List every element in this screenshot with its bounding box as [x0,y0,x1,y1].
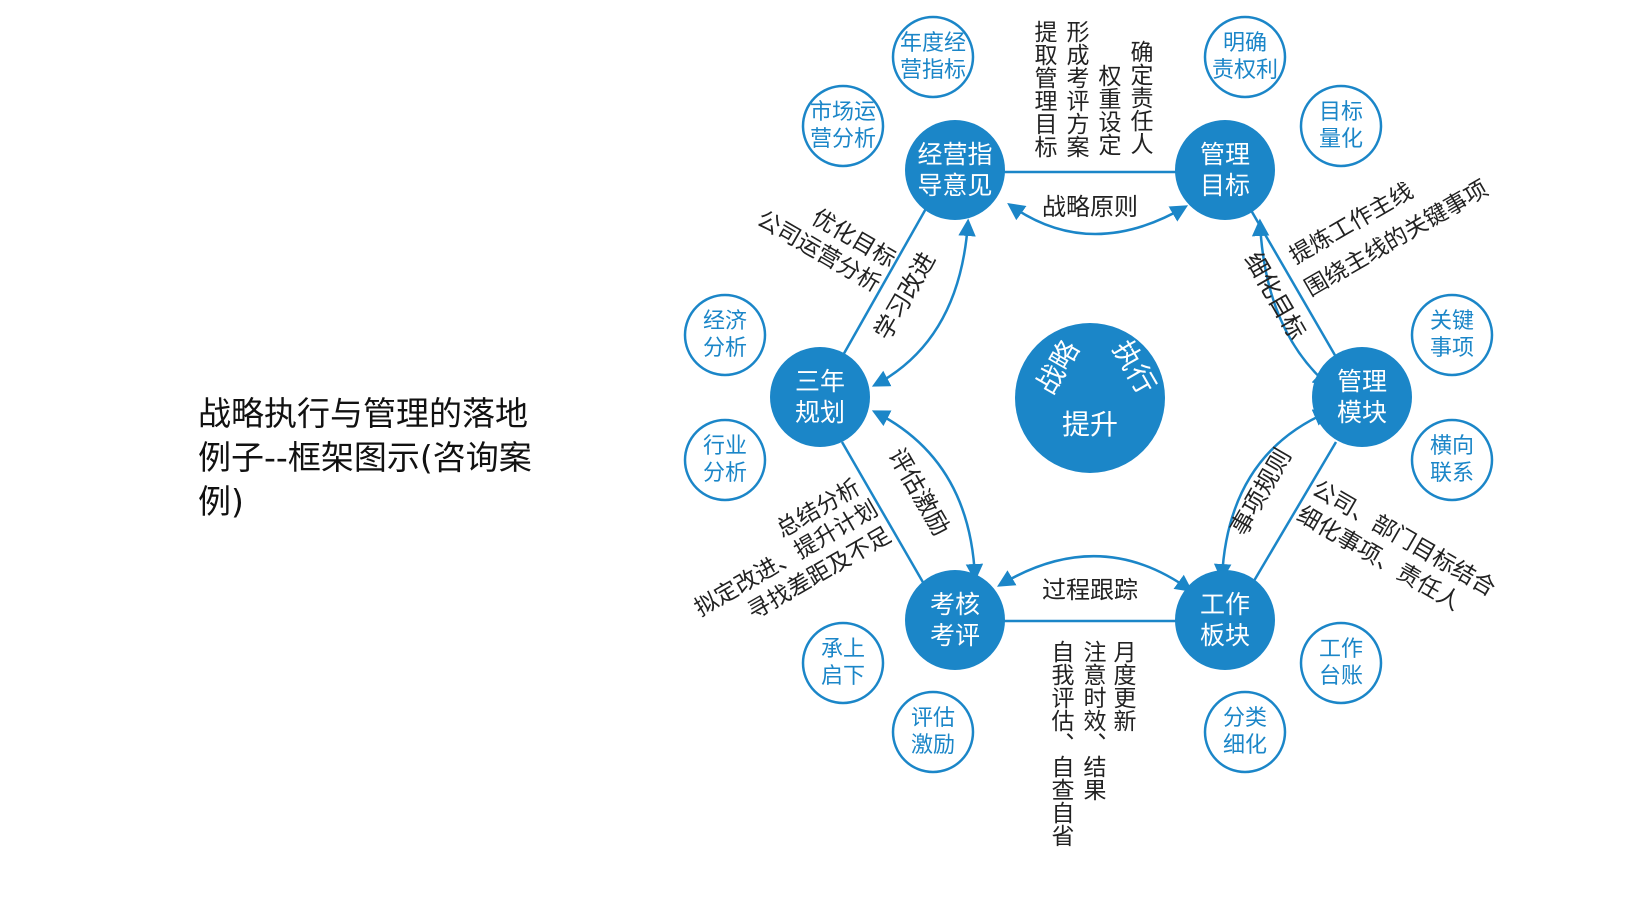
sat-fenlei-line2: 细化 [1223,733,1267,758]
center-circle [1015,323,1165,473]
sat-fenlei-line1: 分类 [1223,706,1267,731]
sat-guanjian: 关键 事项 [1410,293,1494,377]
slide-title: 战略执行与管理的落地 例子--框架图示(咨询案 例) [198,392,578,524]
annotations-left-upper: 优化目标 公司运营分析 [752,205,900,298]
sat-chengshang-line1: 承上 [821,637,865,662]
hub-gongzuo-bankuai-line2: 板块 [1200,621,1250,650]
ann-top-3: 权重设定 [1094,64,1122,156]
ann-bottom-3: 自我评估、自查自省 [1047,640,1075,847]
ann-top-1: 提取管理目标 [1030,20,1058,158]
arrow-lower-right [1213,409,1332,582]
hub-kaohe-line2: 考评 [930,621,980,650]
annotations-right-upper: 提炼工作主线 围绕主线的关键事项 [1285,176,1492,302]
arrow-bottom [996,554,1193,593]
sat-jingji-line1: 经济 [703,309,747,334]
sat-gongzuo-taizhang: 工作 台账 [1299,621,1383,705]
sat-nianduo-line1: 年度经 [900,31,966,56]
title-line-3: 例) [198,482,244,521]
hub-guanli-mubiao-line1: 管理 [1200,140,1250,169]
arrow-upper-right [1251,218,1331,388]
title-line-2: 例子--框架图示(咨询案 [198,438,532,477]
arrow-upper-left [871,218,976,387]
hub-guanli-mubiao: 管理 目标 [1175,120,1275,220]
hub-guanli-mubiao-line2: 目标 [1200,171,1250,200]
sat-mingque-line2: 责权利 [1212,58,1278,83]
ann-top-2: 形成考评方案 [1062,20,1090,158]
satellite-nodes: 年度经 营指标 市场运 营分析 明确 责权利 目标 量化 关键 事项 横向 联系 [683,15,1494,774]
sat-gongzuo-taizhang-line2: 台账 [1319,664,1363,689]
sat-hengxiang-line2: 联系 [1430,461,1474,486]
sat-fenlei: 分类 细化 [1203,690,1287,774]
sat-hangye: 行业 分析 [683,418,767,502]
sat-mubiao-lianghua-line2: 量化 [1319,127,1363,152]
sat-chengshang: 承上 启下 [801,621,885,705]
sat-guanjian-line2: 事项 [1430,336,1474,361]
hub-sannian: 三年 规划 [770,347,870,447]
sat-mubiao-lianghua-line1: 目标 [1319,100,1363,125]
sat-pinggu-line2: 激励 [911,733,955,758]
ann-bottom-1: 月度更新 [1109,640,1137,732]
sat-shichang: 市场运 营分析 [801,84,885,168]
inner-arrows [871,202,1332,593]
hub-kaohe-line1: 考核 [930,590,980,619]
sat-nianduo: 年度经 营指标 [891,15,975,99]
sat-mubiao-lianghua: 目标 量化 [1299,84,1383,168]
annotations-bottom: 月度更新 注意时效、结果 自我评估、自查自省 [1047,640,1137,847]
hub-jingying: 经营指 导意见 [905,120,1005,220]
sat-hengxiang-line1: 横向 [1430,434,1474,459]
ann-bottom-2: 注意时效、结果 [1079,640,1107,801]
hub-gongzuo-bankuai-line1: 工作 [1200,590,1250,619]
arrow-lower-left [871,410,984,582]
hub-jingying-line2: 导意见 [917,171,992,200]
hub-kaohe: 考核 考评 [905,570,1005,670]
sat-jingji-line2: 分析 [703,336,747,361]
hub-nodes: 经营指 导意见 管理 目标 管理 模块 工作 板块 考核 考评 三年 规划 [770,120,1412,670]
center-node: 战略 执行 提升 [1015,323,1165,473]
arrow-top [1007,202,1189,236]
annotations-top: 提取管理目标 形成考评方案 权重设定 确定责任人 [1030,20,1154,158]
hub-guanli-mokuai: 管理 模块 [1312,347,1412,447]
link-label-bottom: 过程跟踪 [1042,576,1138,604]
ann-top-4: 确定责任人 [1126,40,1154,155]
sat-hangye-line1: 行业 [703,434,747,459]
sat-hengxiang: 横向 联系 [1410,418,1494,502]
hub-jingying-line1: 经营指 [917,140,992,169]
sat-hangye-line2: 分析 [703,461,747,486]
sat-guanjian-line1: 关键 [1430,309,1474,334]
hub-guanli-mokuai-line2: 模块 [1337,398,1387,427]
hub-guanli-mokuai-line1: 管理 [1337,367,1387,396]
sat-mingque: 明确 责权利 [1203,15,1287,99]
sat-shichang-line1: 市场运 [810,100,876,125]
hub-sannian-line1: 三年 [795,367,845,396]
sat-shichang-line2: 营分析 [810,127,876,152]
link-label-lower-left: 评估激励 [883,443,955,540]
sat-mingque-line1: 明确 [1223,31,1267,56]
center-text-3: 提升 [1062,408,1118,441]
sat-gongzuo-taizhang-line1: 工作 [1319,637,1363,662]
sat-jingji: 经济 分析 [683,293,767,377]
title-line-1: 战略执行与管理的落地 [198,394,528,433]
sat-pinggu-line1: 评估 [911,706,955,731]
hub-gongzuo-bankuai: 工作 板块 [1175,570,1275,670]
sat-pinggu: 评估 激励 [891,690,975,774]
hub-sannian-line2: 规划 [795,398,845,427]
sat-nianduo-line2: 营指标 [900,58,966,83]
sat-chengshang-line2: 启下 [821,664,865,689]
link-label-top: 战略原则 [1042,193,1138,221]
